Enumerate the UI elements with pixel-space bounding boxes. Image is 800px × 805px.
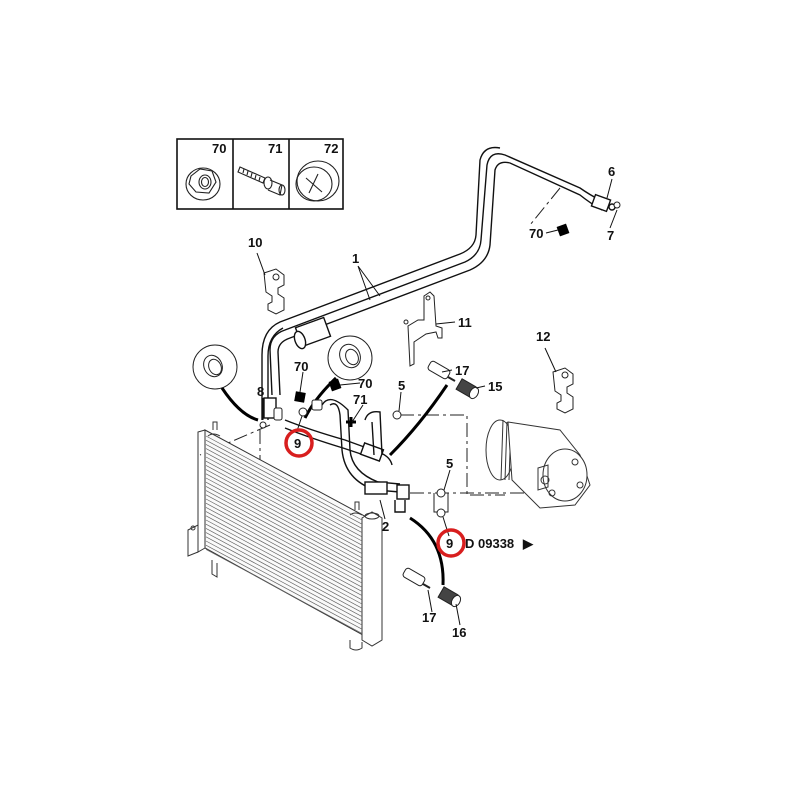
- callout-6: 6: [608, 164, 615, 179]
- condenser-fin: [205, 519, 363, 605]
- o-rings: [259, 201, 621, 518]
- condenser-fin: [205, 515, 363, 601]
- condenser-fin: [205, 494, 363, 580]
- condenser-fin: [205, 502, 363, 588]
- callout-11: 11: [458, 315, 472, 330]
- discharge-pipe[interactable]: [284, 410, 393, 466]
- legend-label-70: 70: [212, 141, 226, 156]
- highlight-ring-9-left: [284, 428, 314, 458]
- condenser-fin: [205, 536, 363, 622]
- compressor[interactable]: [485, 419, 591, 509]
- condenser-fin: [205, 523, 363, 609]
- condenser-fin: [205, 507, 363, 592]
- legend-box: 70 71 72: [176, 138, 344, 210]
- callout-10: 10: [248, 235, 262, 250]
- reference-code: D 09338: [465, 536, 514, 551]
- callout-1: 1: [352, 251, 359, 266]
- callout-70-c: 70: [529, 226, 543, 241]
- callout-7: 7: [607, 228, 614, 243]
- dust-cap-15[interactable]: [455, 378, 480, 400]
- condenser-fin: [205, 490, 363, 575]
- condenser[interactable]: [187, 421, 383, 651]
- callout-15: 15: [488, 379, 502, 394]
- callout-12: 12: [536, 329, 550, 344]
- callout-71: 71: [353, 392, 367, 407]
- lead-line-bottom: [409, 516, 445, 586]
- valve-17-top[interactable]: [427, 360, 456, 382]
- nut-square-icon: [556, 223, 570, 237]
- condenser-fin: [205, 469, 363, 554]
- condenser-fin: [205, 435, 363, 521]
- condenser-fin: [205, 465, 363, 550]
- stud-bolt-icon: [237, 166, 286, 196]
- condenser-fin: [205, 498, 363, 584]
- stud-cross-icon: [346, 417, 356, 427]
- callout-9-right: 9: [446, 536, 453, 551]
- pipe-assembly-1[interactable]: [261, 146, 616, 421]
- leader-lines: [256, 178, 618, 626]
- callout-5-top: 5: [398, 378, 405, 393]
- seal-ring-left: [192, 344, 259, 422]
- callout-70-b: 70: [358, 376, 372, 391]
- flange-nut-icon: [185, 167, 221, 201]
- callout-17-bottom: 17: [422, 610, 436, 625]
- flange-fittings: [273, 399, 323, 421]
- callout-9-left: 9: [294, 436, 301, 451]
- callouts: 1 2 5 5 6 7 8 9 9 10 11 12 15 16 17 17 7…: [248, 164, 615, 640]
- condenser-fin: [205, 456, 363, 542]
- callout-2: 2: [382, 519, 389, 534]
- condenser-fin: [205, 486, 363, 571]
- condenser-fin: [205, 452, 363, 538]
- callout-5-bottom: 5: [446, 456, 453, 471]
- valve-17-bottom[interactable]: [402, 567, 431, 589]
- condenser-fin: [205, 540, 363, 626]
- bracket-11[interactable]: [403, 291, 443, 367]
- clip-10[interactable]: [263, 268, 285, 315]
- legend-label-71: 71: [268, 141, 282, 156]
- nut-square-icon: [328, 378, 342, 392]
- clip-12[interactable]: [552, 367, 574, 414]
- highlight-ring-9-right: [436, 528, 466, 558]
- legend-label-72: 72: [324, 141, 338, 156]
- condenser-fin: [205, 460, 363, 546]
- condenser-fin: [205, 473, 363, 559]
- callout-70-a: 70: [294, 359, 308, 374]
- condenser-fin: [205, 477, 363, 563]
- condenser-fin: [205, 481, 363, 567]
- condenser-fin: [205, 448, 363, 533]
- condenser-fin: [205, 439, 363, 525]
- nut-square-icon: [294, 391, 306, 403]
- condenser-fin: [205, 444, 363, 529]
- condenser-fin: [205, 549, 363, 634]
- dust-cap-16[interactable]: [437, 586, 462, 608]
- callout-16: 16: [452, 625, 466, 640]
- condenser-fin: [205, 528, 363, 613]
- callout-8: 8: [257, 384, 264, 399]
- reference-arrow-icon: ▶: [522, 536, 534, 551]
- lead-line-top: [388, 384, 449, 457]
- condenser-fin: [205, 544, 363, 630]
- condenser-fin: [205, 511, 363, 596]
- callout-17-top: 17: [455, 363, 469, 378]
- blanking-cap-icon: [295, 160, 340, 202]
- condenser-fin: [205, 532, 363, 617]
